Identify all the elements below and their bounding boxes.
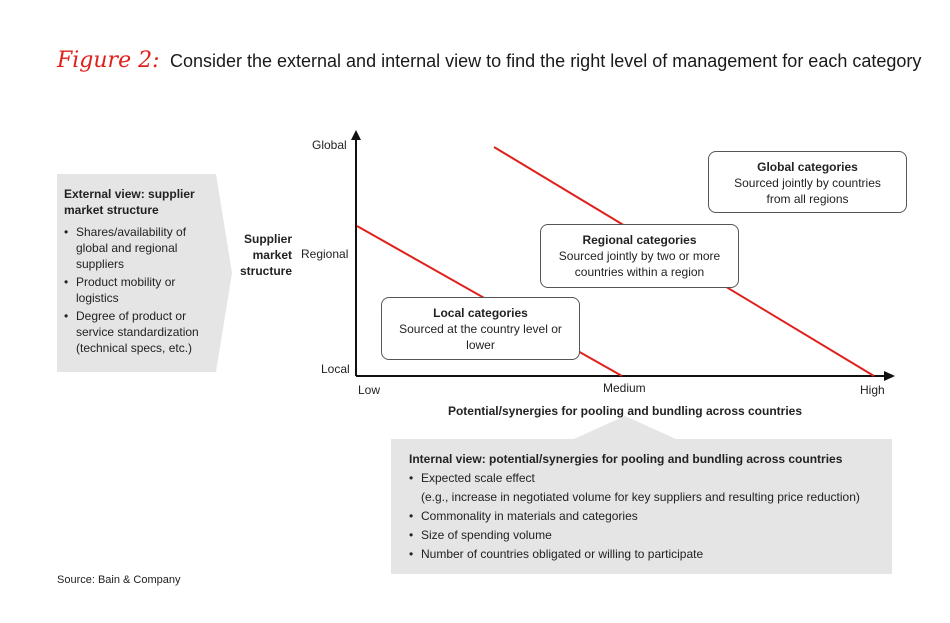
external-bullet-suppliers: Shares/availability of global and region… xyxy=(64,224,216,272)
external-view-heading: External view: supplier market structure xyxy=(64,187,195,217)
internal-view-panel: Internal view: potential/synergies for p… xyxy=(391,439,892,574)
external-view-arrow xyxy=(216,174,232,372)
x-axis-label: Potential/synergies for pooling and bund… xyxy=(447,404,803,418)
local-categories-box: Local categories Sourced at the country … xyxy=(381,297,580,360)
x-axis-arrowhead xyxy=(884,371,895,381)
x-tick-low: Low xyxy=(358,383,381,397)
x-tick-medium: Medium xyxy=(603,381,646,395)
internal-bullet-scale-note: (e.g., increase in negotiated volume for… xyxy=(421,490,860,504)
x-tick-high: High xyxy=(860,383,885,397)
regional-categories-title: Regional categories xyxy=(582,233,697,247)
source-note: Source: Bain & Company xyxy=(57,574,181,586)
global-categories-text: Sourced jointly by countries from all re… xyxy=(734,176,881,206)
external-view-list: Shares/availability of global and region… xyxy=(64,224,216,356)
external-bullet-standardization: Degree of product or service standardiza… xyxy=(64,308,216,356)
internal-bullet-commonality: Commonality in materials and categories xyxy=(409,507,860,526)
y-tick-regional: Regional xyxy=(301,247,349,261)
internal-bullet-scale: Expected scale effect xyxy=(409,469,860,488)
y-axis-arrowhead xyxy=(351,130,361,140)
external-view-panel: External view: supplier market structure… xyxy=(57,174,216,372)
figure-label: Figure 2: xyxy=(57,48,160,73)
regional-categories-box: Regional categories Sourced jointly by t… xyxy=(540,224,739,288)
regional-categories-text: Sourced jointly by two or more countries… xyxy=(558,249,721,279)
y-axis-label: Supplier market structure xyxy=(239,232,292,278)
figure-title: Figure 2: Consider the external and inte… xyxy=(57,48,921,73)
internal-view-list: Expected scale effect (e.g., increase in… xyxy=(409,469,860,564)
figure-heading: Consider the external and internal view … xyxy=(169,51,922,71)
internal-view-arrow xyxy=(574,416,676,439)
global-categories-box: Global categories Sourced jointly by cou… xyxy=(708,151,907,213)
external-bullet-mobility: Product mobility or logistics xyxy=(64,274,216,306)
internal-bullet-spending: Size of spending volume xyxy=(409,526,860,545)
y-tick-global: Global xyxy=(312,138,347,152)
global-categories-title: Global categories xyxy=(757,160,858,174)
local-categories-text: Sourced at the country level or lower xyxy=(399,322,562,352)
internal-view-heading: Internal view: potential/synergies for p… xyxy=(409,452,843,466)
y-tick-local: Local xyxy=(321,362,350,376)
internal-bullet-countries: Number of countries obligated or willing… xyxy=(409,545,860,564)
local-categories-title: Local categories xyxy=(433,306,528,320)
